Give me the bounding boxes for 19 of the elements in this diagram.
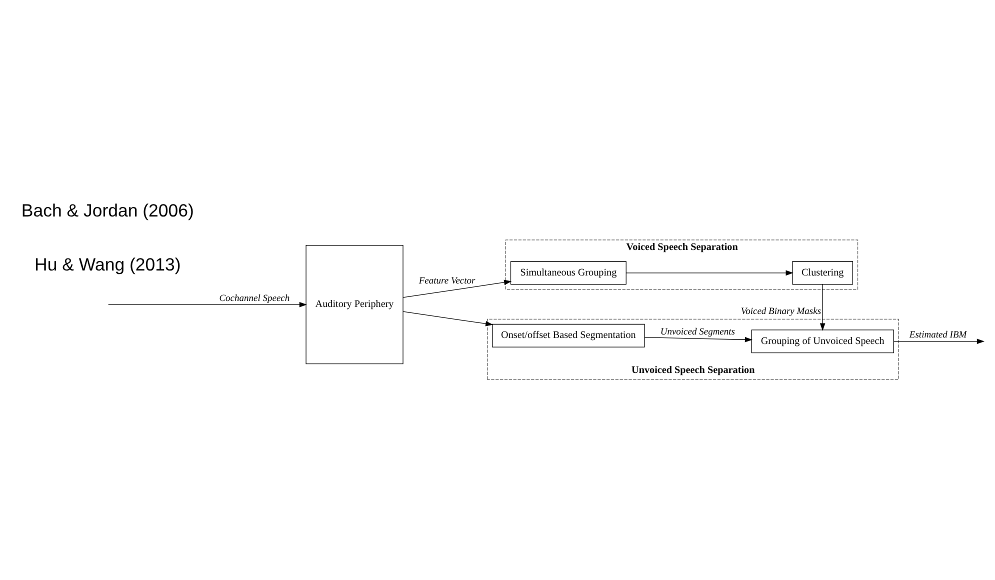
arrow: [625, 270, 793, 276]
arrow: [402, 279, 512, 298]
node-box: Grouping of Unvoiced Speech: [750, 329, 894, 353]
arrow: [402, 310, 493, 326]
node-box: Onset/offset Based Segmentation: [492, 323, 644, 347]
edge-label: Unvoiced Segments: [660, 326, 735, 337]
node-box: Auditory Periphery: [305, 244, 403, 364]
node-box: Clustering: [792, 260, 853, 284]
edge-label: Cochannel Speech: [218, 293, 290, 304]
label: Bach & Jordan (2006): [20, 200, 194, 220]
edge-label: Voiced Binary Masks: [740, 306, 821, 316]
arrow: [819, 284, 825, 330]
arrow: [108, 301, 306, 307]
label: Hu & Wang (2013): [34, 254, 180, 274]
node-box: Simultaneous Grouping: [510, 260, 626, 284]
arrow: [644, 336, 752, 342]
edge-label: Feature Vector: [418, 276, 475, 286]
edge-label: Estimated IBM: [908, 330, 966, 340]
arrow: [893, 338, 984, 344]
